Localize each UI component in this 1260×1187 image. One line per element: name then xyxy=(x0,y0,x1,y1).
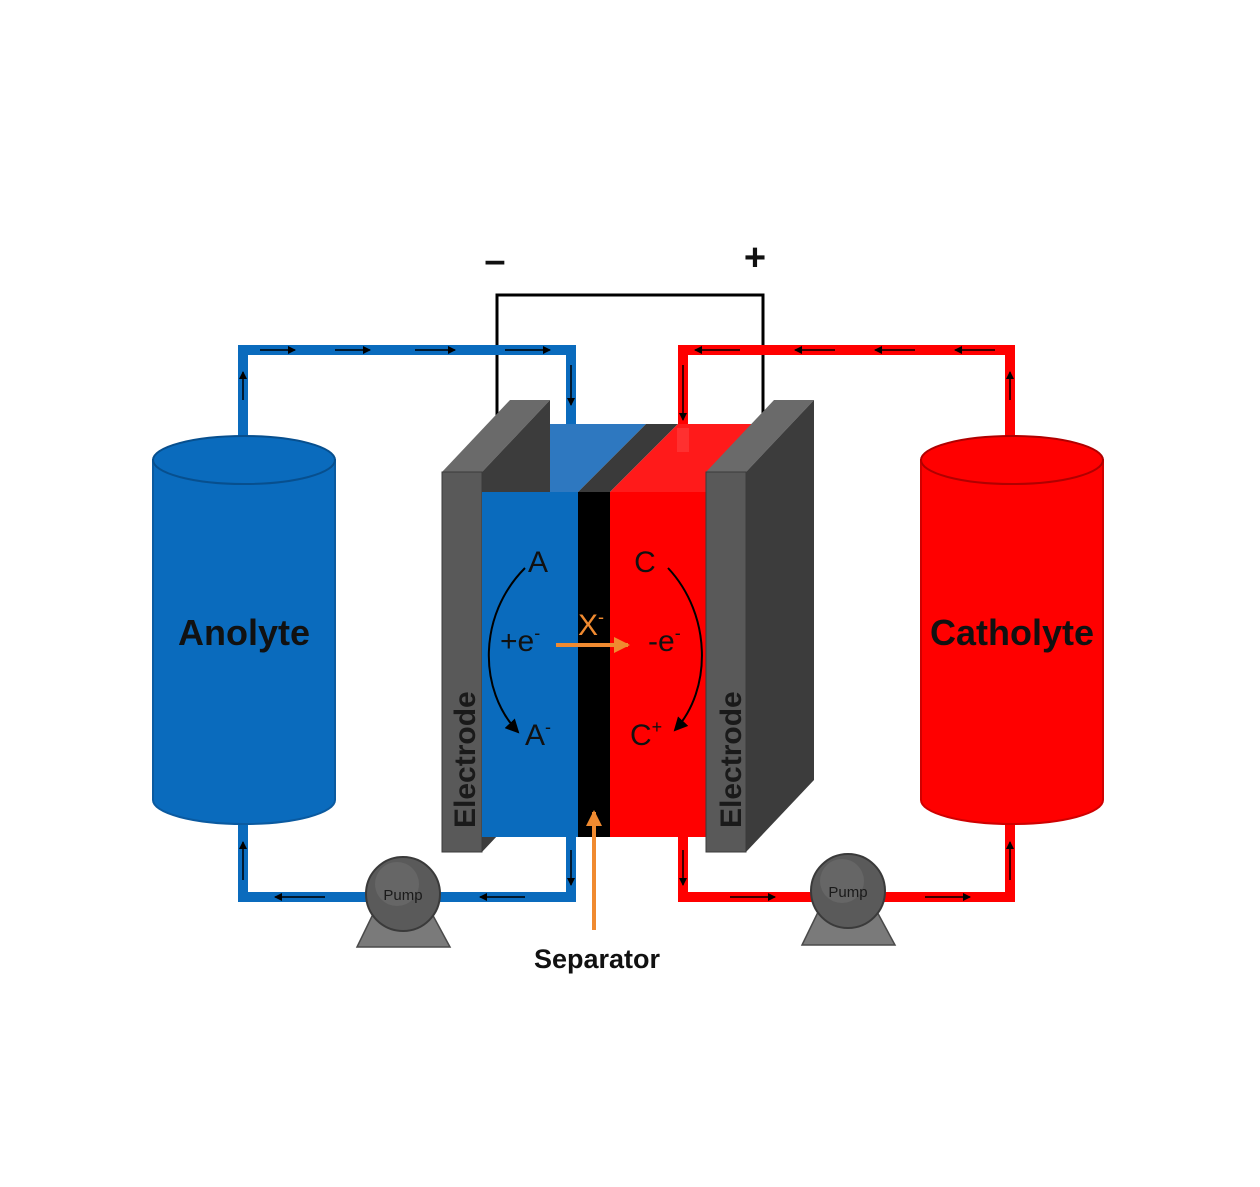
separator-top xyxy=(578,424,678,492)
positive-terminal-label: + xyxy=(744,237,766,279)
catholyte-pump-label: Pump xyxy=(828,884,867,901)
separator-label: Separator xyxy=(534,944,661,974)
separator-membrane xyxy=(578,492,610,837)
catholyte-tank xyxy=(920,435,1104,825)
anolyte-label: Anolyte xyxy=(178,612,310,653)
cathode-species-label: C xyxy=(634,546,656,579)
anolyte-pump xyxy=(355,856,452,948)
catholyte-label: Catholyte xyxy=(930,612,1094,653)
left-electrode-label: Electrode xyxy=(449,691,482,828)
cathode-loss-label: -e- xyxy=(648,623,681,658)
catholyte-compartment-top xyxy=(610,424,774,492)
anode-reaction-arrow xyxy=(487,567,526,734)
anode-reduced-label: A- xyxy=(525,717,551,752)
anolyte-compartment xyxy=(482,492,578,837)
anolyte-pump-label: Pump xyxy=(383,887,422,904)
anode-gain-label: +e- xyxy=(500,623,540,658)
catholyte-compartment xyxy=(610,492,706,837)
right-electrode-label: Electrode xyxy=(715,691,748,828)
anolyte-tank xyxy=(152,435,336,825)
ion-label: X- xyxy=(578,607,604,642)
anode-species-label: A xyxy=(528,546,548,579)
negative-terminal-label: – xyxy=(484,240,505,282)
cathode-reaction-arrow xyxy=(667,567,703,732)
catholyte-pump xyxy=(800,853,897,946)
cathode-oxidized-label: C+ xyxy=(630,717,662,752)
right-electrode xyxy=(705,400,814,853)
external-circuit xyxy=(495,293,765,430)
